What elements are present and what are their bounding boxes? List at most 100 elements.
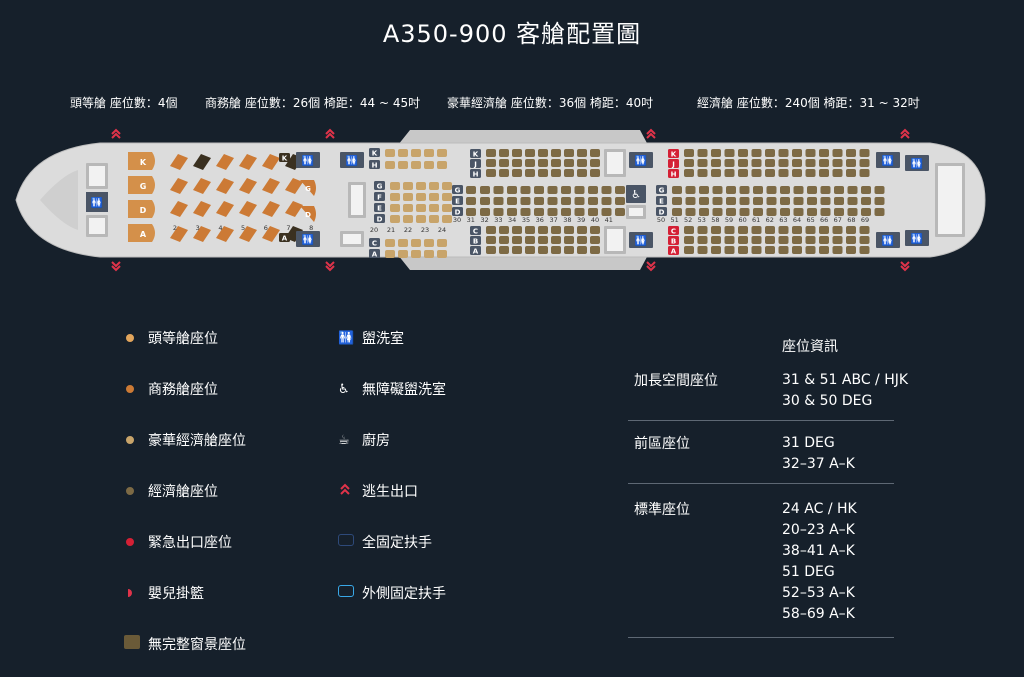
exit-icon xyxy=(111,261,121,272)
economy-seat xyxy=(765,236,775,244)
economy-seat xyxy=(819,226,829,234)
economy-seat xyxy=(726,208,736,216)
legend-glyph-icon: ♿ xyxy=(338,381,350,397)
seat-letter: E xyxy=(377,205,382,213)
cabin-label: 豪華經濟艙 座位數：36個 椅距：40吋 xyxy=(447,96,654,110)
economy-seat xyxy=(561,186,571,194)
legend-label: 無障礙盥洗室 xyxy=(362,382,446,398)
economy-seat xyxy=(846,169,856,177)
economy-seat xyxy=(726,186,736,194)
seat-letter-box xyxy=(470,246,481,255)
legend-item: 外側固定扶手 xyxy=(338,583,446,603)
economy-seat xyxy=(832,169,843,177)
lavatory-block xyxy=(905,230,929,246)
seat-info-value: 58–69 A–K xyxy=(782,606,855,622)
economy-seat xyxy=(493,197,504,205)
row-number: 50 xyxy=(657,216,665,224)
business-class-seat xyxy=(170,201,188,217)
seat-letter-box xyxy=(656,207,667,216)
economy-seat xyxy=(590,149,600,157)
economy-seat xyxy=(738,149,748,157)
economy-seat xyxy=(792,159,802,167)
economy-seat xyxy=(601,208,612,216)
business-class-seat xyxy=(300,180,316,196)
premium-economy-seat xyxy=(403,215,413,223)
premium-economy-seat xyxy=(411,250,421,258)
row-number: 68 xyxy=(847,216,855,224)
economy-seat xyxy=(807,186,817,194)
seat-info-value: 31 DEG xyxy=(782,435,835,451)
business-class-seat xyxy=(262,201,280,217)
premium-economy-seat xyxy=(442,204,452,212)
legend-label: 逃生出口 xyxy=(362,484,418,500)
economy-seat xyxy=(684,246,694,254)
seat-letter: B xyxy=(473,238,478,246)
economy-seat xyxy=(859,169,870,177)
economy-seat xyxy=(574,186,585,194)
premium-economy-seat xyxy=(403,204,413,212)
row-number: 41 xyxy=(605,216,613,224)
economy-seat xyxy=(859,159,870,167)
economy-seat xyxy=(738,246,748,254)
economy-seat xyxy=(697,236,708,244)
cabin-label: 頭等艙 座位數：4個 xyxy=(70,96,178,110)
business-class-seat xyxy=(239,154,257,170)
economy-seat xyxy=(724,169,735,177)
cockpit xyxy=(40,170,78,230)
row-number: 39 xyxy=(577,216,585,224)
economy-seat xyxy=(739,197,750,205)
row-number: 52 xyxy=(684,216,692,224)
economy-seat xyxy=(697,159,708,167)
economy-seat xyxy=(615,186,625,194)
exit-icon xyxy=(325,128,335,139)
economy-seat xyxy=(480,208,490,216)
legend-label: 嬰兒掛籃 xyxy=(148,586,204,602)
premium-economy-seat xyxy=(429,215,439,223)
economy-seat xyxy=(538,226,548,234)
economy-seat xyxy=(615,197,625,205)
seat-letter-box xyxy=(452,196,463,205)
seat-letter: K xyxy=(140,158,147,167)
premium-economy-seat xyxy=(390,182,400,190)
economy-seat xyxy=(819,169,829,177)
seat-letter-box xyxy=(279,153,290,162)
economy-seat xyxy=(499,149,509,157)
economy-seat xyxy=(751,246,762,254)
economy-seat xyxy=(751,226,762,234)
economy-seat xyxy=(672,208,682,216)
economy-seat xyxy=(512,159,522,167)
seat-letter: G xyxy=(305,185,311,193)
economy-seat xyxy=(834,197,844,205)
economy-seat xyxy=(684,169,694,177)
business-class-seat xyxy=(216,178,234,194)
seat-letter: D xyxy=(455,209,461,217)
economy-seat xyxy=(751,169,762,177)
business-class-seat xyxy=(193,226,211,242)
economy-seat xyxy=(547,186,558,194)
exit-icon xyxy=(900,128,910,139)
economy-seat xyxy=(847,208,858,216)
business-class-seat xyxy=(285,178,303,194)
business-class-seat xyxy=(170,226,188,242)
seat-info-value: 51 DEG xyxy=(782,564,835,580)
first-class-seat xyxy=(128,224,155,242)
seat-letter-box xyxy=(279,233,290,242)
business-class-seat xyxy=(216,226,234,242)
seat-letter: C xyxy=(372,240,377,248)
lavatory-block xyxy=(629,152,653,168)
lavatory-block xyxy=(296,231,320,247)
seat-letter: A xyxy=(282,235,288,243)
seat-letter-box xyxy=(668,236,679,245)
economy-seat xyxy=(805,236,816,244)
premium-economy-seat xyxy=(398,250,408,258)
economy-seat xyxy=(738,236,748,244)
lavatory-block xyxy=(340,152,364,168)
row-number: 69 xyxy=(861,216,869,224)
economy-seat xyxy=(780,197,790,205)
economy-seat xyxy=(601,197,612,205)
exit-icon xyxy=(338,483,362,499)
seat-info-value: 20–23 A–K xyxy=(782,522,855,538)
seat-letter-box xyxy=(452,185,463,194)
